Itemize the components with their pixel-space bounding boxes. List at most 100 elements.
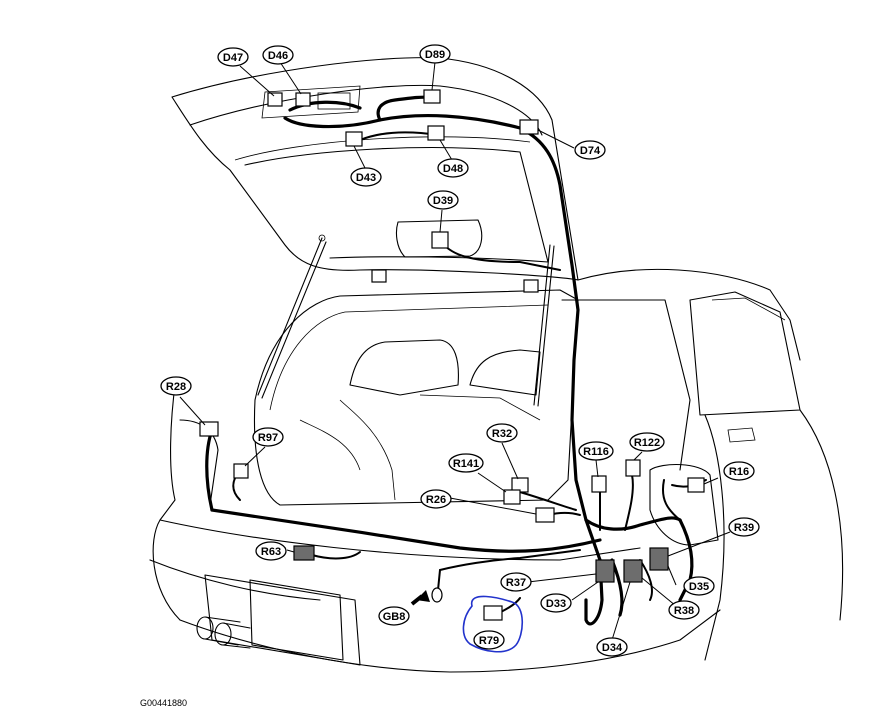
connector-d35 (649, 547, 669, 571)
r79-highlight-circle (462, 595, 524, 653)
label-d35: D35 (683, 576, 715, 596)
connector-r28 (199, 421, 219, 437)
connector-r16 (687, 477, 705, 493)
connector-r79 (483, 605, 503, 621)
label-oval (448, 453, 484, 473)
label-text: D35 (689, 581, 709, 593)
label-r39: R39 (728, 517, 760, 537)
label-r26: R26 (420, 489, 452, 509)
label-d47: D47 (217, 47, 249, 67)
label-oval (378, 606, 410, 626)
label-text: R28 (166, 381, 186, 393)
label-text: R39 (734, 522, 754, 534)
label-oval (540, 593, 572, 613)
label-d33: D33 (540, 593, 572, 613)
label-oval (629, 432, 665, 452)
label-oval (217, 47, 249, 67)
label-text: D33 (546, 598, 566, 610)
label-r122: R122 (629, 432, 665, 452)
label-oval (486, 423, 518, 443)
label-r32: R32 (486, 423, 518, 443)
connector-d34 (623, 559, 643, 583)
label-text: D48 (443, 163, 463, 175)
connector-d33 (595, 559, 615, 583)
label-text: R97 (258, 432, 278, 444)
label-text: D74 (580, 145, 601, 157)
label-text: R26 (426, 494, 446, 506)
label-text: D47 (223, 52, 243, 64)
connector-r122 (625, 459, 641, 477)
label-text: R63 (261, 546, 281, 558)
label-d46: D46 (262, 45, 294, 65)
label-text: D39 (433, 195, 453, 207)
label-oval (473, 630, 505, 650)
grommet-left (371, 269, 387, 283)
label-oval (574, 140, 606, 160)
label-text: R122 (634, 437, 660, 449)
connector-r97 (233, 463, 249, 479)
label-r63: R63 (255, 541, 287, 561)
label-d48: D48 (437, 158, 469, 178)
label-text: GB8 (383, 611, 406, 623)
label-oval (262, 45, 294, 65)
label-r37: R37 (500, 572, 532, 592)
label-r79: R79 (473, 630, 505, 650)
connector-d46 (295, 92, 311, 107)
figure-code: G00441880 (140, 698, 187, 708)
label-text: D46 (268, 50, 288, 62)
connector-d47 (267, 92, 283, 107)
leader-lines (179, 61, 731, 641)
label-r141: R141 (448, 453, 484, 473)
label-oval (578, 441, 614, 461)
label-oval (420, 489, 452, 509)
connector-r63 (293, 545, 315, 561)
label-r38: R38 (668, 600, 700, 620)
connector-r141 (503, 489, 521, 505)
connector-r116 (591, 475, 607, 493)
connector-d74 (519, 119, 539, 135)
label-oval (252, 427, 284, 447)
grommet-right (523, 279, 539, 293)
label-text: R141 (453, 458, 479, 470)
label-d34: D34 (596, 637, 628, 657)
label-oval (160, 376, 192, 396)
label-d43: D43 (350, 167, 382, 187)
label-oval (728, 517, 760, 537)
label-r116: R116 (578, 441, 614, 461)
label-text: D43 (356, 172, 376, 184)
label-text: R16 (729, 466, 749, 478)
label-text: R37 (506, 577, 526, 589)
car-body-outline (149, 57, 844, 673)
label-d89: D89 (419, 44, 451, 64)
label-d39: D39 (427, 190, 459, 210)
label-text: R38 (674, 605, 694, 617)
label-oval (419, 44, 451, 64)
label-oval (427, 190, 459, 210)
connector-d43 (345, 131, 363, 147)
label-r16: R16 (723, 461, 755, 481)
label-text: D34 (602, 642, 623, 654)
label-text: D89 (425, 49, 445, 61)
label-oval (683, 576, 715, 596)
label-oval (350, 167, 382, 187)
ground-terminal-gb8 (431, 587, 443, 603)
connector-d89 (423, 89, 441, 104)
label-r28: R28 (160, 376, 192, 396)
label-d74: D74 (574, 140, 606, 160)
label-oval (437, 158, 469, 178)
label-oval (668, 600, 700, 620)
connector-d48 (427, 125, 445, 141)
label-text: R116 (583, 446, 609, 458)
label-text: R79 (479, 635, 499, 647)
connectors (199, 89, 705, 621)
label-gb8: GB8 (378, 606, 410, 626)
label-r97: R97 (252, 427, 284, 447)
label-oval (500, 572, 532, 592)
label-oval (255, 541, 287, 561)
connector-d39 (431, 231, 449, 249)
connector-r26 (535, 507, 555, 523)
label-oval (723, 461, 755, 481)
label-text: R32 (492, 428, 512, 440)
